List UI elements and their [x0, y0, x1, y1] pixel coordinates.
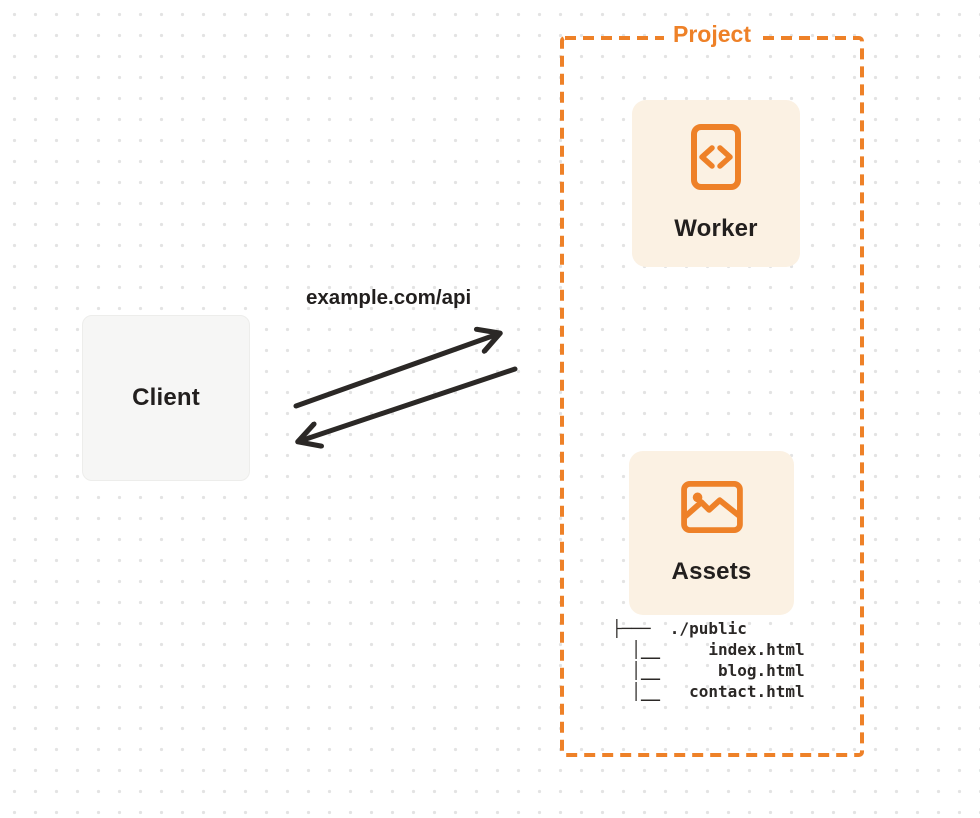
worker-label: Worker — [674, 215, 758, 242]
file-tree-line-contact: │__ contact.html — [612, 682, 805, 701]
request-url-label: example.com/api — [306, 286, 472, 309]
client-node: Client — [82, 315, 250, 481]
image-icon — [680, 480, 743, 533]
request-arrow — [293, 334, 498, 409]
file-tree-line-public: ├─── ./public — [612, 619, 747, 638]
project-label: Project — [664, 21, 760, 48]
assets-node: Assets — [629, 451, 794, 615]
worker-node: Worker — [632, 100, 800, 267]
assets-label: Assets — [671, 557, 752, 585]
response-arrow — [300, 366, 518, 441]
project-boundary: Project Worker Assets ├─── ./public │__ … — [560, 21, 864, 757]
file-tree-line-blog: │__ blog.html — [612, 661, 805, 680]
file-tree-line-index: │__ index.html — [612, 640, 805, 659]
code-document-icon — [691, 124, 741, 190]
file-tree: ├─── ./public │__ index.html │__ blog.ht… — [612, 618, 805, 702]
client-label: Client — [132, 384, 200, 411]
